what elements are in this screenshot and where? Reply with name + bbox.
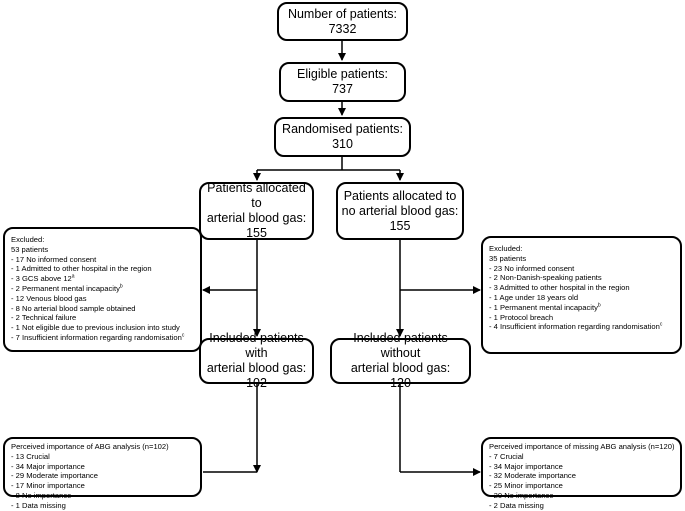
list-item: - 34 Major importance xyxy=(489,461,563,471)
list-item: - 3 GCS above 12a xyxy=(11,273,75,284)
incl-abg-line2: with xyxy=(245,346,268,360)
list-item: - 3 Admitted to other hospital in the re… xyxy=(489,283,630,293)
total-patients-box: Number of patients: 7332 xyxy=(277,2,408,41)
list-item: - 8 No arterial blood sample obtained xyxy=(11,303,136,313)
connector-arrows xyxy=(202,41,481,476)
excluded-left-lines: Excluded:53 patients- 17 No informed con… xyxy=(11,235,200,343)
footnote-marker: a xyxy=(71,273,75,280)
list-item: Excluded: xyxy=(11,235,45,244)
list-item: - 17 Minor importance xyxy=(11,481,85,491)
footnote-marker: b xyxy=(119,283,123,290)
footnote-marker: b xyxy=(597,302,601,309)
list-item: Perceived importance of ABG analysis (n=… xyxy=(11,442,169,451)
list-item: - 23 No informed consent xyxy=(489,263,575,273)
footnote-marker: c xyxy=(659,321,663,328)
list-item: Perceived importance of missing ABG anal… xyxy=(489,442,675,451)
incl-noabg-line3: arterial blood gas: xyxy=(350,361,451,375)
list-item: - 1 Admitted to other hospital in the re… xyxy=(11,264,152,274)
list-item: - 2 Data missing xyxy=(489,500,544,510)
incl-noabg-value: 120 xyxy=(390,376,411,390)
allocated-no-abg-box: Patients allocated to no arterial blood … xyxy=(336,182,464,240)
importance-left-lines: Perceived importance of ABG analysis (n=… xyxy=(11,442,200,511)
list-item: - 1 Protocol breach xyxy=(489,312,554,322)
total-label: Number of patients: xyxy=(287,6,398,21)
total-value: 7332 xyxy=(328,21,357,36)
list-item: - 1 Data missing xyxy=(11,500,66,510)
list-item: - 1 Permanent mental incapacityb xyxy=(489,302,601,312)
alloc-noabg-line1: Patients allocated to xyxy=(343,188,457,203)
incl-abg-value: 102 xyxy=(246,376,267,390)
list-item: - 7 Crucial xyxy=(489,451,524,461)
alloc-abg-line2: arterial blood gas: xyxy=(206,211,307,225)
list-item: - 8 No importance xyxy=(11,490,72,500)
list-item: - 32 Moderate importance xyxy=(489,471,576,481)
incl-abg-line1: Included patients xyxy=(209,331,304,345)
list-item: - 34 Major importance xyxy=(11,461,85,471)
footnote-marker: c xyxy=(181,332,185,339)
list-item: 53 patients xyxy=(11,244,49,254)
incl-noabg-line2: without xyxy=(380,346,421,360)
list-item: - 20 No importance xyxy=(489,490,554,500)
alloc-noabg-value: 155 xyxy=(389,218,411,233)
list-item: - 2 Permanent mental incapacityb xyxy=(11,283,123,293)
importance-right-box: Perceived importance of missing ABG anal… xyxy=(481,437,682,510)
incl-abg-line3: arterial blood gas: xyxy=(206,361,307,375)
list-item: - 4 Insufficient information regarding r… xyxy=(489,321,663,332)
list-item: - 2 Technical failure xyxy=(11,313,77,323)
list-item: Excluded: xyxy=(489,244,523,253)
list-item: - 2 Non-Danish-speaking patients xyxy=(489,273,602,283)
alloc-noabg-line2: no arterial blood gas: xyxy=(341,203,459,218)
list-item: - 12 Venous blood gas xyxy=(11,293,87,303)
alloc-abg-value: 155 xyxy=(246,226,267,240)
excluded-right-lines: Excluded:35 patients- 23 No informed con… xyxy=(489,244,680,332)
excluded-left-box: Excluded:53 patients- 17 No informed con… xyxy=(3,227,202,352)
randomised-value: 310 xyxy=(332,137,353,151)
list-item: - 1 Age under 18 years old xyxy=(489,292,579,302)
allocated-abg-box: Patients allocated to arterial blood gas… xyxy=(199,181,314,240)
incl-noabg-line1: Included patients xyxy=(353,331,448,345)
eligible-label: Eligible patients: xyxy=(296,67,389,81)
included-abg-box: Included patients with arterial blood ga… xyxy=(199,331,314,390)
list-item: - 13 Crucial xyxy=(11,451,50,461)
list-item: - 25 Minor importance xyxy=(489,481,563,491)
included-no-abg-box: Included patients without arterial blood… xyxy=(330,331,471,390)
list-item: - 17 No informed consent xyxy=(11,254,97,264)
randomised-label: Randomised patients: xyxy=(282,122,403,136)
importance-left-box: Perceived importance of ABG analysis (n=… xyxy=(3,437,202,510)
list-item: - 29 Moderate importance xyxy=(11,471,98,481)
eligible-value: 737 xyxy=(332,82,353,96)
importance-right-lines: Perceived importance of missing ABG anal… xyxy=(489,442,680,511)
list-item: 35 patients xyxy=(489,253,527,263)
eligible-patients-box: Eligible patients: 737 xyxy=(279,62,406,102)
excluded-right-box: Excluded:35 patients- 23 No informed con… xyxy=(481,236,682,354)
list-item: - 1 Not eligible due to previous inclusi… xyxy=(11,323,180,333)
alloc-abg-line1: Patients allocated to xyxy=(207,181,306,210)
randomised-patients-box: Randomised patients: 310 xyxy=(274,117,411,157)
list-item: - 7 Insufficient information regarding r… xyxy=(11,332,185,342)
